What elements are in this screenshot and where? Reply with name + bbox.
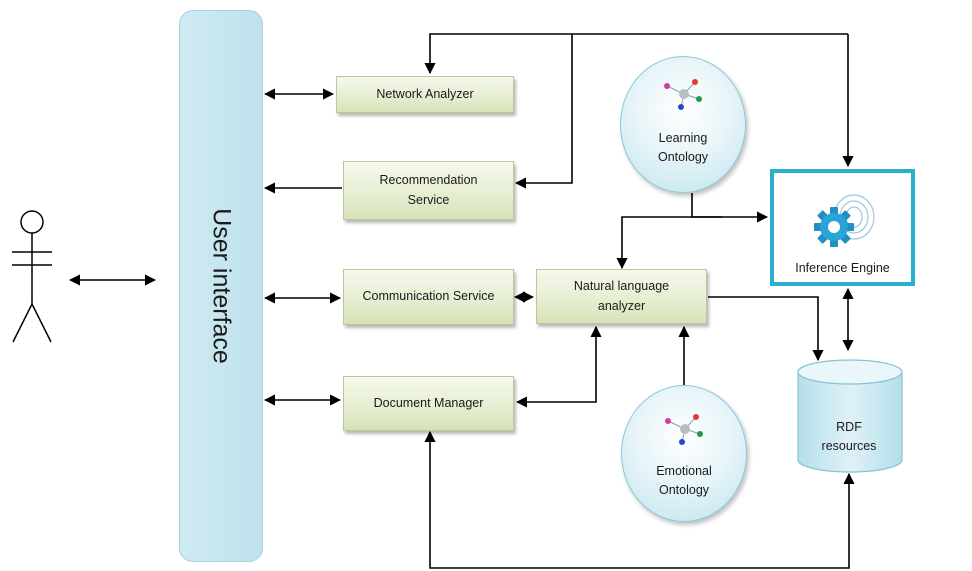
network-analyzer-label: Network Analyzer — [376, 86, 474, 101]
recommendation-label-line1: Recommendation — [379, 173, 478, 188]
learning-ontology-label-line1: Learning — [658, 131, 708, 145]
document-rdf-loop — [424, 430, 855, 569]
inference-engine-label: Inference Engine — [795, 261, 890, 275]
top-bus-to-network — [424, 33, 848, 75]
learning-to-nla — [616, 216, 722, 270]
rdf-resources-label: RDF resources — [800, 418, 898, 457]
bus-to-recommendation — [514, 34, 573, 189]
stick-figure-icon — [12, 210, 52, 343]
communication-service-label: Communication Service — [362, 289, 495, 304]
recommendation-service-box: Recommendation Service — [343, 161, 514, 220]
rdf-resources-cylinder — [797, 359, 903, 473]
rdf-label-line2: resources — [821, 439, 877, 454]
inference-engine-box: Inference Engine — [770, 169, 915, 286]
learning-ontology-label-line2: Ontology — [657, 149, 709, 164]
recommendation-label-line2: Service — [407, 192, 450, 207]
emotional-ontology-node: Emotional Ontology — [621, 385, 747, 522]
network-analyzer-box: Network Analyzer — [336, 76, 514, 113]
emotional-ontology-label-line2: Ontology — [658, 482, 710, 497]
natural-language-analyzer-box: Natural language analyzer — [536, 269, 707, 324]
user-interface-panel — [179, 10, 263, 562]
learning-to-inference — [691, 193, 769, 223]
document-manager-label: Document Manager — [373, 395, 484, 410]
nla-to-rdf — [708, 296, 824, 362]
emotional-ontology-label-line1: Emotional — [656, 464, 712, 478]
document-manager-box: Document Manager — [343, 376, 514, 431]
user-interface-label: User interface — [207, 208, 236, 364]
learning-ontology-node: Learning Ontology — [620, 56, 746, 193]
nla-label-line2: analyzer — [597, 298, 646, 313]
network-graph-icon — [665, 414, 703, 445]
rdf-label-line1: RDF — [836, 420, 862, 434]
communication-service-box: Communication Service — [343, 269, 514, 325]
document-nla-arrow — [515, 325, 602, 408]
nla-label-line1: Natural language — [573, 279, 670, 294]
gear-icon — [814, 194, 875, 247]
network-graph-icon — [664, 79, 702, 110]
